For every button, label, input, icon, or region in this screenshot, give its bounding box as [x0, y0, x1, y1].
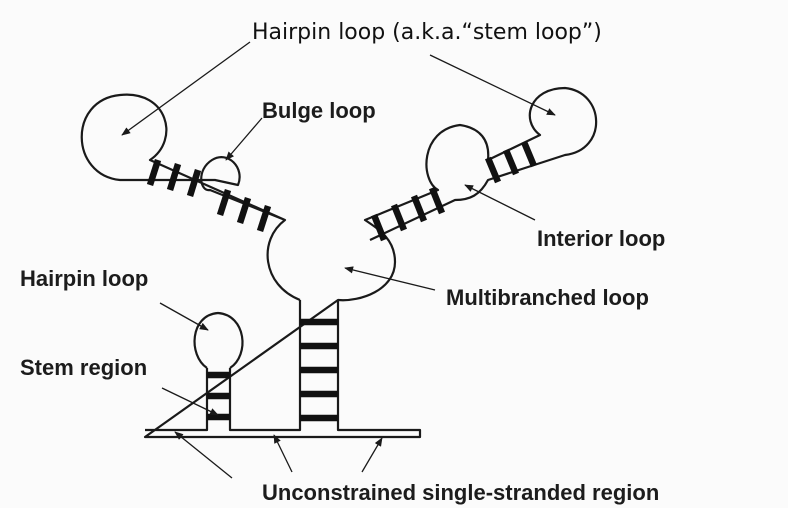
single-strand-baseline — [143, 298, 422, 439]
arrow-interior-loop — [464, 184, 536, 221]
label-unconstrained-region: Unconstrained single-stranded region — [262, 480, 660, 505]
stem-upper-right-basepairs — [370, 140, 537, 242]
label-bulge-loop: Bulge loop — [262, 98, 376, 123]
label-interior-loop: Interior loop — [537, 226, 666, 251]
arrow-multibranched-loop — [344, 266, 436, 291]
label-stem-region: Stem region — [20, 355, 148, 380]
arrow-hairpin-top-right — [429, 54, 556, 116]
arrow-stem-region — [161, 387, 219, 416]
stem-upper-left-basepairs — [146, 159, 272, 232]
label-hairpin-loop-left: Hairpin loop — [20, 266, 149, 291]
arrow-bulge-loop — [225, 117, 263, 161]
arrow-hairpin-left — [159, 302, 209, 331]
label-multibranched-loop: Multibranched loop — [446, 285, 649, 310]
multibranch-loop-outline — [80, 86, 598, 302]
arrow-hairpin-top-left — [121, 41, 251, 136]
stem-left-basepairs — [207, 371, 230, 421]
arrow-unconstrained-3 — [361, 437, 383, 473]
arrow-unconstrained-2 — [273, 434, 293, 473]
label-hairpin-loop-top: Hairpin loop (a.k.a.“stem loop”) — [252, 20, 602, 45]
label-arrows — [121, 41, 556, 479]
stem-center-basepairs — [300, 318, 338, 422]
arrow-unconstrained-1 — [174, 431, 233, 479]
left-hairpin-loop — [193, 311, 244, 369]
